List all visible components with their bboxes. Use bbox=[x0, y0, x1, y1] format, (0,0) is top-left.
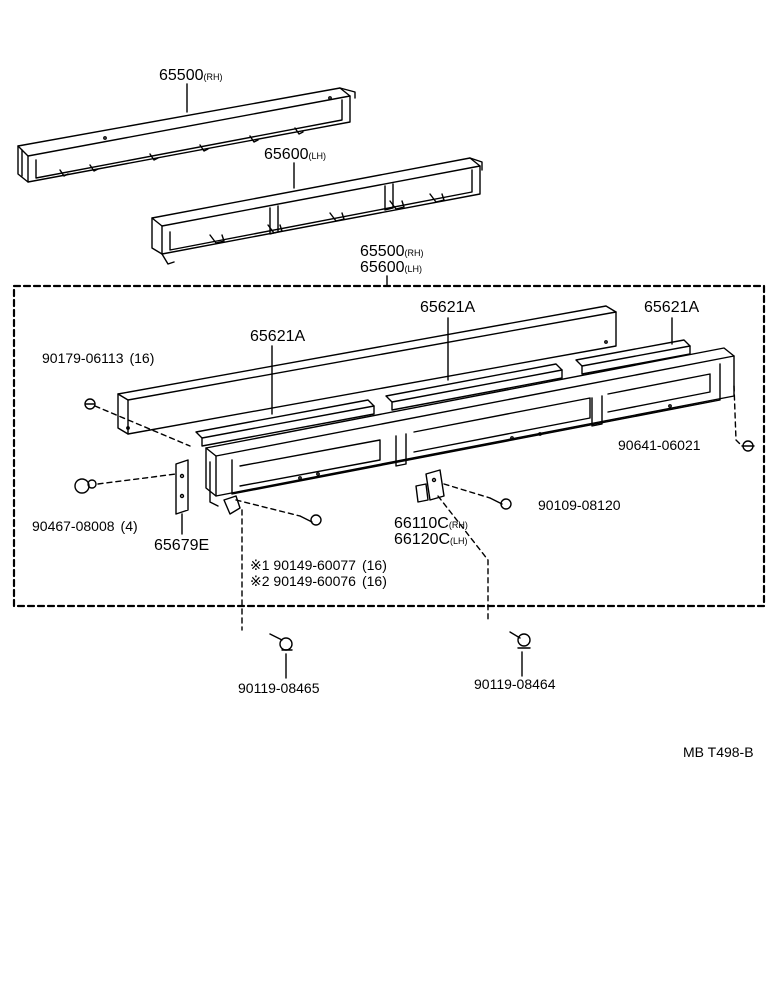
side-suffix: (RH) bbox=[203, 72, 223, 82]
part-number: 90467-08008 bbox=[32, 518, 115, 534]
part-number: 90641-06021 bbox=[618, 437, 701, 453]
label-top-rh: 65500(RH) bbox=[159, 68, 223, 85]
side-rail-lh-top bbox=[151, 157, 483, 265]
label-liner-mid: 65621A bbox=[420, 300, 475, 316]
corner-clip-icon bbox=[223, 495, 241, 515]
quantity: (4) bbox=[120, 518, 138, 534]
side-suffix: (LH) bbox=[308, 151, 327, 161]
liner-65621a-right bbox=[575, 339, 691, 375]
label-note-1: ※1 90149-60077 (16) bbox=[250, 557, 387, 573]
side-suffix: (RH) bbox=[448, 520, 468, 530]
part-number: 90109-08120 bbox=[538, 497, 621, 513]
part-number: 65621A bbox=[644, 299, 700, 316]
note-mark: ※1 bbox=[250, 557, 270, 573]
part-number: 90119-08464 bbox=[474, 676, 556, 692]
bracket-65679e-icon bbox=[175, 459, 189, 515]
screw-90179-icon bbox=[84, 398, 96, 410]
label-group-lh: 65600(LH) bbox=[360, 260, 422, 277]
part-number: 90149-60076 bbox=[273, 573, 356, 589]
side-rail-frame-front bbox=[205, 347, 735, 507]
note-mark: ※2 bbox=[250, 573, 270, 589]
part-number: 65621A bbox=[420, 299, 476, 316]
quantity: (16) bbox=[361, 573, 387, 589]
clip-90467-icon bbox=[74, 478, 97, 494]
side-suffix: (LH) bbox=[450, 536, 468, 546]
part-number: 65600 bbox=[360, 259, 405, 276]
label-top-lh: 65600(LH) bbox=[264, 147, 326, 164]
quantity: (16) bbox=[361, 557, 387, 573]
label-liner-left: 65621A bbox=[250, 329, 305, 345]
side-rail-rh-top bbox=[17, 87, 356, 183]
bolt-90119-08465-icon bbox=[269, 633, 293, 651]
part-number: 90119-08465 bbox=[238, 680, 320, 696]
part-number: 90179-06113 bbox=[42, 350, 124, 366]
hinge-66110c-icon bbox=[415, 469, 445, 503]
label-hinge-rh: 66110C(RH) bbox=[394, 516, 468, 533]
part-number: 66110C bbox=[394, 515, 449, 532]
side-suffix: (RH) bbox=[404, 248, 424, 258]
label-bolt-90109: 90109-08120 bbox=[538, 497, 621, 513]
liner-65621a-mid bbox=[385, 363, 563, 411]
diagram-code-text: MB T498-B bbox=[683, 744, 754, 760]
leader-screw-90179 bbox=[94, 405, 191, 447]
leader-corner-right bbox=[235, 499, 301, 517]
label-bracket-65679e: 65679E bbox=[154, 538, 209, 554]
diagram-code: MB T498-B bbox=[683, 744, 754, 760]
part-number: 66120C bbox=[394, 531, 451, 548]
liner-65621a-left bbox=[195, 399, 375, 447]
liner-board-back bbox=[117, 305, 617, 435]
side-suffix: (LH) bbox=[404, 264, 423, 274]
label-bolt-right-bottom: 90119-08464 bbox=[474, 676, 555, 692]
part-number: 65621A bbox=[250, 328, 306, 345]
part-number: 65500 bbox=[360, 243, 405, 260]
label-clip-90467: 90467-08008 (4) bbox=[32, 518, 138, 534]
screw-90149-icon bbox=[299, 514, 322, 526]
label-screw-90179: 90179-06113 (16) bbox=[42, 350, 154, 366]
label-nut-90641: 90641-06021 bbox=[618, 437, 701, 453]
nut-90641-icon bbox=[741, 440, 755, 452]
label-group-rh: 65500(RH) bbox=[360, 244, 424, 261]
quantity: (16) bbox=[129, 350, 155, 366]
label-bolt-left-bottom: 90119-08465 bbox=[238, 680, 319, 696]
leader-hinge-right bbox=[443, 483, 491, 499]
leader-hinge-down bbox=[437, 495, 489, 621]
leader-clip-90467 bbox=[97, 473, 177, 485]
label-liner-right: 65621A bbox=[644, 300, 699, 316]
part-number: 90149-60077 bbox=[273, 557, 356, 573]
part-number: 65500 bbox=[159, 67, 204, 84]
label-note-2: ※2 90149-60076 (16) bbox=[250, 573, 387, 589]
part-number: 65600 bbox=[264, 146, 309, 163]
part-number: 65679E bbox=[154, 537, 210, 554]
bolt-90109-icon bbox=[489, 497, 512, 510]
bolt-90119-08464-icon bbox=[509, 631, 531, 649]
leader-nut-90641 bbox=[733, 385, 743, 447]
assembly-group-boundary bbox=[12, 284, 766, 608]
label-hinge-lh: 66120C(LH) bbox=[394, 532, 468, 549]
